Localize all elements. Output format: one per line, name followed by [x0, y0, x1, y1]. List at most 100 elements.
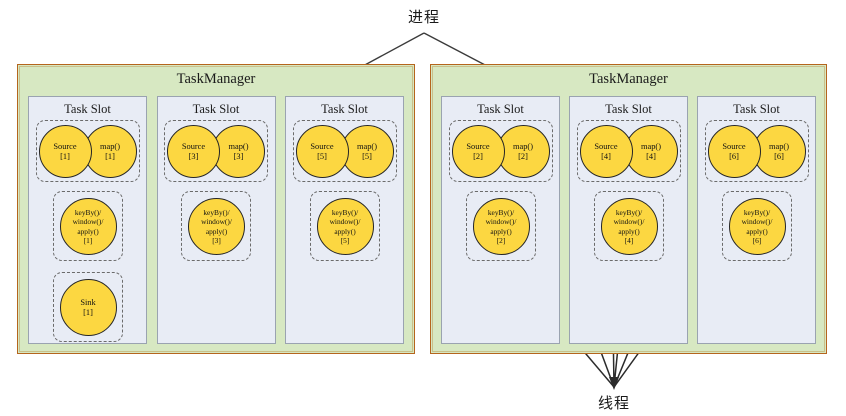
window-operator-line-1: keyBy()/: [743, 208, 771, 218]
window-operator[interactable]: keyBy()/ window()/ apply() [6]: [728, 198, 786, 255]
operator-chain-box: Source [1] map() [1]: [35, 120, 140, 182]
taskmanager-2-title: TaskManager: [589, 71, 668, 87]
source-operator-label: Source: [310, 142, 334, 152]
taskmanager-1: TaskManager Task Slot Source [1] map() […: [17, 64, 415, 354]
window-operator-line-1: keyBy()/: [487, 208, 515, 218]
window-operator-line-2: window()/: [485, 217, 517, 227]
window-operator[interactable]: keyBy()/ window()/ apply() [3]: [188, 198, 245, 255]
window-operator-line-2: window()/: [201, 217, 232, 227]
source-operator[interactable]: Source [5]: [295, 125, 349, 178]
operator-chain-box: Source [2] map() [2]: [448, 120, 553, 182]
source-operator-index: [5]: [317, 151, 327, 161]
operator-window-box: keyBy()/ window()/ apply() [3]: [181, 191, 251, 261]
sink-operator-label: Sink: [80, 298, 96, 308]
operator-window-box: keyBy()/ window()/ apply() [2]: [465, 191, 536, 261]
task-slot-5-title: Task Slot: [605, 102, 652, 116]
window-operator-index: [3]: [212, 235, 221, 245]
task-slot-6-title: Task Slot: [733, 102, 780, 116]
source-operator-label: Source: [594, 142, 618, 152]
task-slot-5[interactable]: Task Slot Source [4] map() [4] keyBy()/ …: [569, 96, 688, 344]
taskmanager-2-slots: Task Slot Source [2] map() [2] keyBy()/ …: [441, 96, 816, 344]
window-operator-index: [2]: [496, 235, 506, 245]
window-operator-line-3: apply(): [77, 226, 99, 236]
map-operator[interactable]: map() [1]: [83, 125, 137, 178]
window-operator-line-2: window()/: [329, 217, 361, 227]
operator-window-box: keyBy()/ window()/ apply() [5]: [309, 191, 380, 261]
window-operator-index: [6]: [752, 235, 762, 245]
source-operator[interactable]: Source [2]: [451, 125, 505, 178]
source-operator-index: [1]: [60, 151, 70, 161]
source-operator-index: [2]: [473, 151, 483, 161]
window-operator-line-2: window()/: [613, 217, 645, 227]
sink-operator-index: [1]: [83, 307, 93, 317]
window-operator-line-1: keyBy()/: [203, 208, 230, 218]
task-slot-3[interactable]: Task Slot Source [5] map() [5] keyBy()/ …: [285, 96, 404, 344]
map-operator-index: [5]: [362, 151, 372, 161]
source-operator-label: Source: [181, 142, 206, 152]
source-operator-label: Source: [466, 142, 490, 152]
map-operator-index: [6]: [774, 151, 784, 161]
window-operator[interactable]: keyBy()/ window()/ apply() [2]: [472, 198, 530, 255]
operator-chain-box: Source [4] map() [4]: [576, 120, 681, 182]
window-operator-line-3: apply(): [490, 226, 512, 236]
window-operator-line-3: apply(): [334, 226, 356, 236]
thread-arrowhead: [609, 377, 619, 390]
map-operator-index: [3]: [233, 151, 244, 161]
window-operator-line-1: keyBy()/: [615, 208, 643, 218]
window-operator-line-1: keyBy()/: [331, 208, 359, 218]
source-operator-label: Source: [53, 142, 77, 152]
window-operator-line-2: window()/: [741, 217, 773, 227]
task-slot-1[interactable]: Task Slot Source [1] map() [1] keyBy()/ …: [28, 96, 147, 344]
map-operator[interactable]: map() [4]: [624, 125, 678, 178]
operator-window-box: keyBy()/ window()/ apply() [4]: [593, 191, 664, 261]
process-annotation-label: 进程: [407, 8, 441, 26]
window-operator[interactable]: keyBy()/ window()/ apply() [5]: [316, 198, 374, 255]
taskmanager-2: TaskManager Task Slot Source [2] map() […: [430, 64, 827, 354]
operator-sink-box: Sink [1]: [52, 272, 123, 342]
map-operator-index: [2]: [518, 151, 528, 161]
window-operator-line-3: apply(): [205, 226, 228, 236]
task-slot-2[interactable]: Task Slot Source [3] map() [3] keyBy()/ …: [156, 96, 276, 344]
thread-annotation-label: 线程: [597, 394, 631, 412]
taskmanager-1-title: TaskManager: [176, 71, 256, 87]
source-operator[interactable]: Source [3]: [167, 125, 220, 178]
task-slot-3-title: Task Slot: [321, 102, 368, 116]
task-slot-4-title: Task Slot: [477, 102, 524, 116]
window-operator[interactable]: keyBy()/ window()/ apply() [1]: [59, 198, 117, 255]
source-operator[interactable]: Source [4]: [579, 125, 633, 178]
map-operator-label: map(): [769, 142, 789, 152]
map-operator-index: [4]: [646, 151, 656, 161]
map-operator-label: map(): [513, 142, 533, 152]
operator-chain-box: Source [3] map() [3]: [164, 120, 268, 182]
process-leader-lines: [362, 32, 488, 67]
window-operator-index: [1]: [83, 235, 93, 245]
task-slot-1-title: Task Slot: [64, 102, 111, 116]
source-operator-label: Source: [722, 142, 746, 152]
operator-window-box: keyBy()/ window()/ apply() [1]: [52, 191, 123, 261]
sink-operator[interactable]: Sink [1]: [59, 279, 117, 336]
map-operator-label: map(): [641, 142, 661, 152]
map-operator-label: map(): [228, 142, 249, 152]
window-operator-line-1: keyBy()/: [74, 208, 102, 218]
window-operator-index: [4]: [624, 235, 634, 245]
taskmanager-1-slots: Task Slot Source [1] map() [1] keyBy()/ …: [28, 96, 404, 344]
task-slot-2-title: Task Slot: [192, 102, 240, 116]
map-operator[interactable]: map() [2]: [496, 125, 550, 178]
operator-window-box: keyBy()/ window()/ apply() [6]: [721, 191, 792, 261]
task-slot-6[interactable]: Task Slot Source [6] map() [6] keyBy()/ …: [697, 96, 816, 344]
source-operator-index: [6]: [729, 151, 739, 161]
source-operator-index: [4]: [601, 151, 611, 161]
window-operator[interactable]: keyBy()/ window()/ apply() [4]: [600, 198, 658, 255]
task-slot-4[interactable]: Task Slot Source [2] map() [2] keyBy()/ …: [441, 96, 560, 344]
source-operator[interactable]: Source [1]: [38, 125, 92, 178]
map-operator-index: [1]: [105, 151, 115, 161]
source-operator-index: [3]: [188, 151, 199, 161]
window-operator-line-3: apply(): [618, 226, 640, 236]
source-operator[interactable]: Source [6]: [707, 125, 761, 178]
map-operator[interactable]: map() [3]: [212, 125, 265, 178]
map-operator-label: map(): [357, 142, 377, 152]
operator-chain-box: Source [6] map() [6]: [704, 120, 809, 182]
map-operator-label: map(): [100, 142, 120, 152]
operator-chain-box: Source [5] map() [5]: [292, 120, 397, 182]
